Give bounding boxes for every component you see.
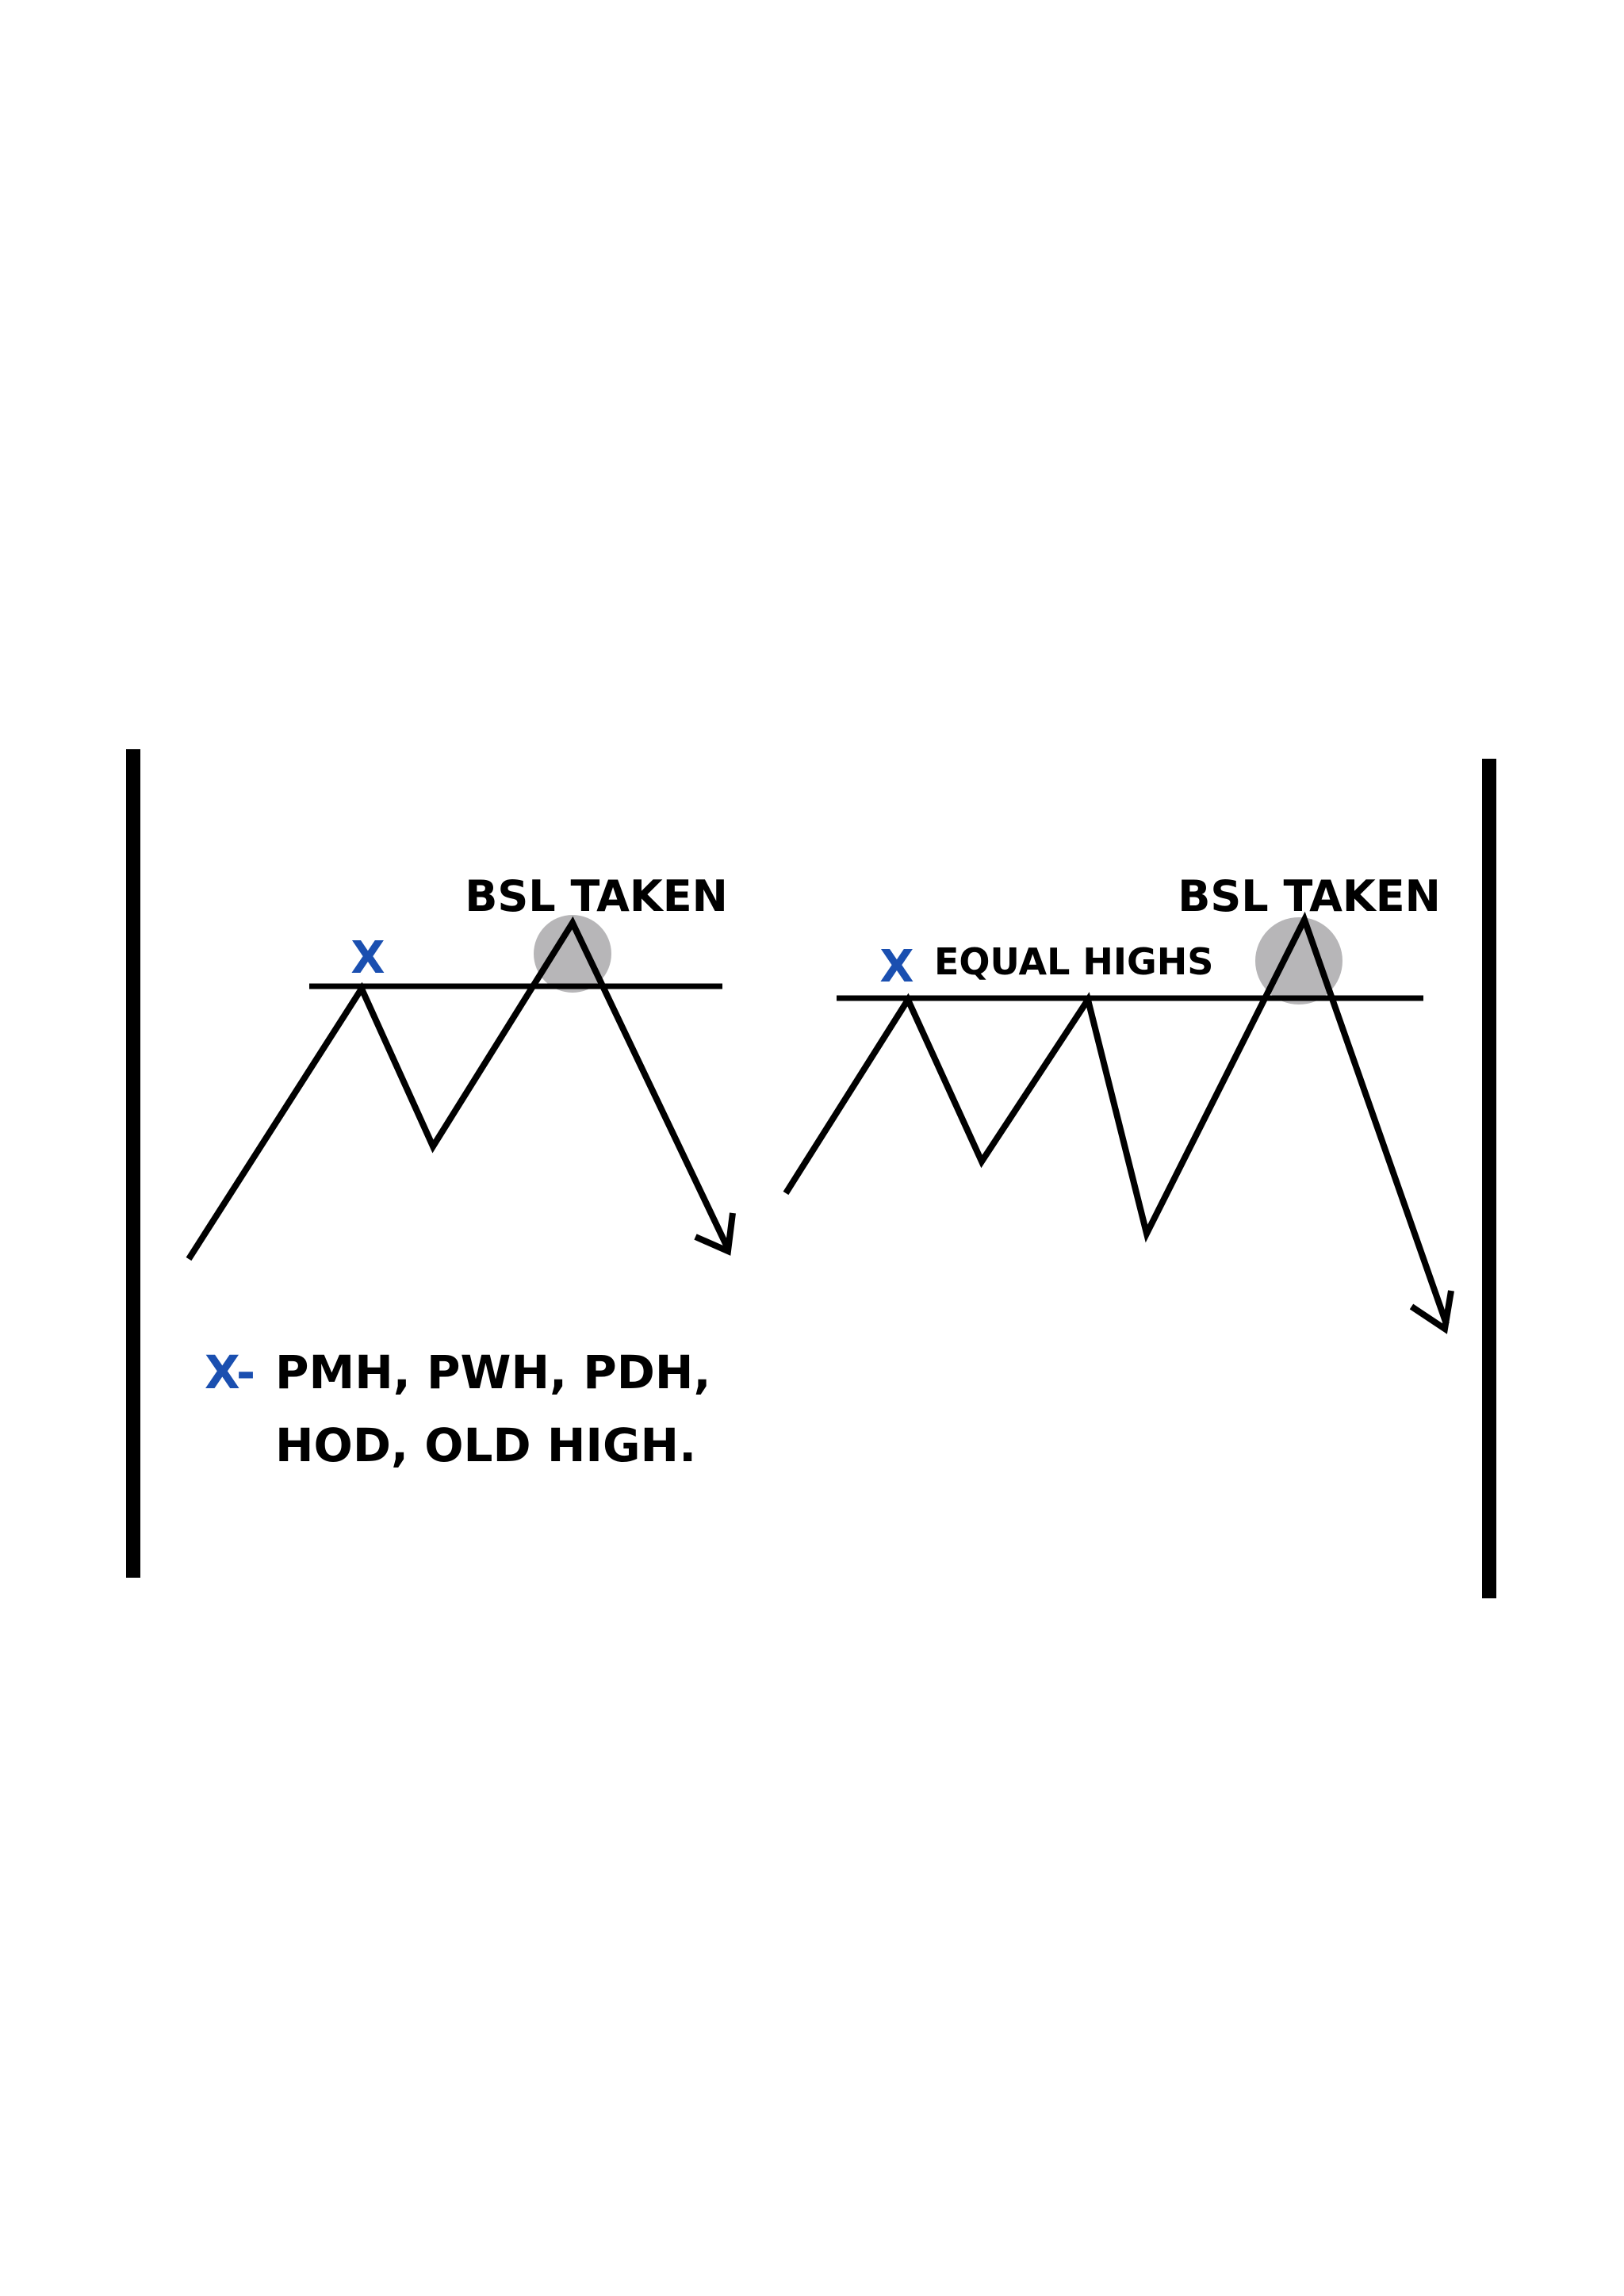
right-x-marker: X [879,941,914,993]
right-equal-highs-label: EQUAL HIGHS [934,940,1213,983]
legend-line-1: PMH, PWH, PDH, [275,1345,710,1399]
left-x-marker: X [350,932,385,984]
left-price-path [186,916,731,1261]
left-sweep-circle [534,915,611,993]
legend-line-2: HOD, OLD HIGH. [275,1418,696,1472]
right-sweep-circle [1255,917,1342,1004]
right-bsl-taken-label: BSL TAKEN [1178,871,1441,921]
left-down-arrow-head [694,1212,736,1256]
legend-x-marker: X- [205,1345,255,1399]
right-price-path [783,911,1450,1326]
left-bsl-taken-label: BSL TAKEN [465,871,728,921]
right-down-arrow-head [1409,1290,1454,1334]
